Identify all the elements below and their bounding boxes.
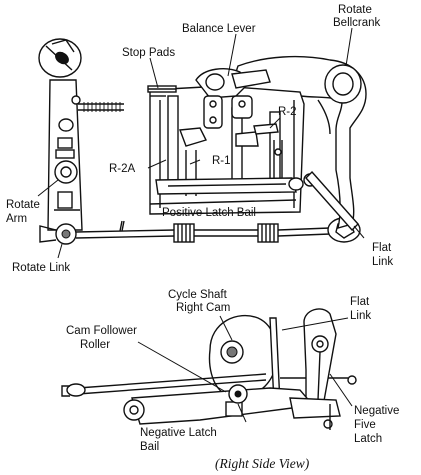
frame-part [147,68,305,215]
label-rotate-arm-1: Rotate [6,199,40,211]
caption-right-side-view: (Right Side View) [215,456,310,471]
label-cam-follower-2: Roller [80,339,110,351]
label-rotate-bellcrank-2: Bellcrank [333,17,381,29]
labels: Balance Lever Rotate Bellcrank Stop Pads… [6,4,399,471]
label-positive-latch-bail: Positive Latch Bail [162,207,256,219]
label-r1: R-1 [212,155,231,167]
label-cycle-shaft-1: Cycle Shaft [168,289,228,301]
rotate-arm-part [38,38,124,245]
label-cam-follower-1: Cam Follower [66,325,137,337]
leader-lines [37,27,365,423]
label-negative-latch-2: Bail [140,441,159,453]
flat-link-top-part [305,170,359,232]
cycle-shaft-cam-part [208,314,278,398]
label-cycle-shaft-2: Right Cam [176,302,230,314]
label-r2: R-2 [278,106,297,118]
negative-latch-bail-part [123,387,341,430]
rotate-link-part [75,217,361,243]
label-negative-five-3: Latch [354,433,382,445]
bottom-assembly [61,308,357,430]
label-flat-link-top-1: Flat [372,242,392,254]
negative-five-latch-part [303,308,337,413]
label-negative-latch-1: Negative Latch [140,427,217,439]
label-balance-lever: Balance Lever [182,23,256,35]
label-r2a: R-2A [109,163,136,175]
label-negative-five-1: Negative [354,405,399,417]
label-flat-link-top-2: Link [372,256,393,268]
label-rotate-arm-2: Arm [6,213,27,225]
label-flat-link-bottom-2: Link [350,310,371,322]
top-assembly [38,38,367,245]
label-rotate-link: Rotate Link [12,262,70,274]
label-rotate-bellcrank-1: Rotate [338,4,372,16]
label-stop-pads: Stop Pads [122,47,175,59]
label-flat-link-bottom-1: Flat [350,296,370,308]
label-negative-five-2: Five [354,419,376,431]
cam-follower-roller-part [228,384,248,404]
